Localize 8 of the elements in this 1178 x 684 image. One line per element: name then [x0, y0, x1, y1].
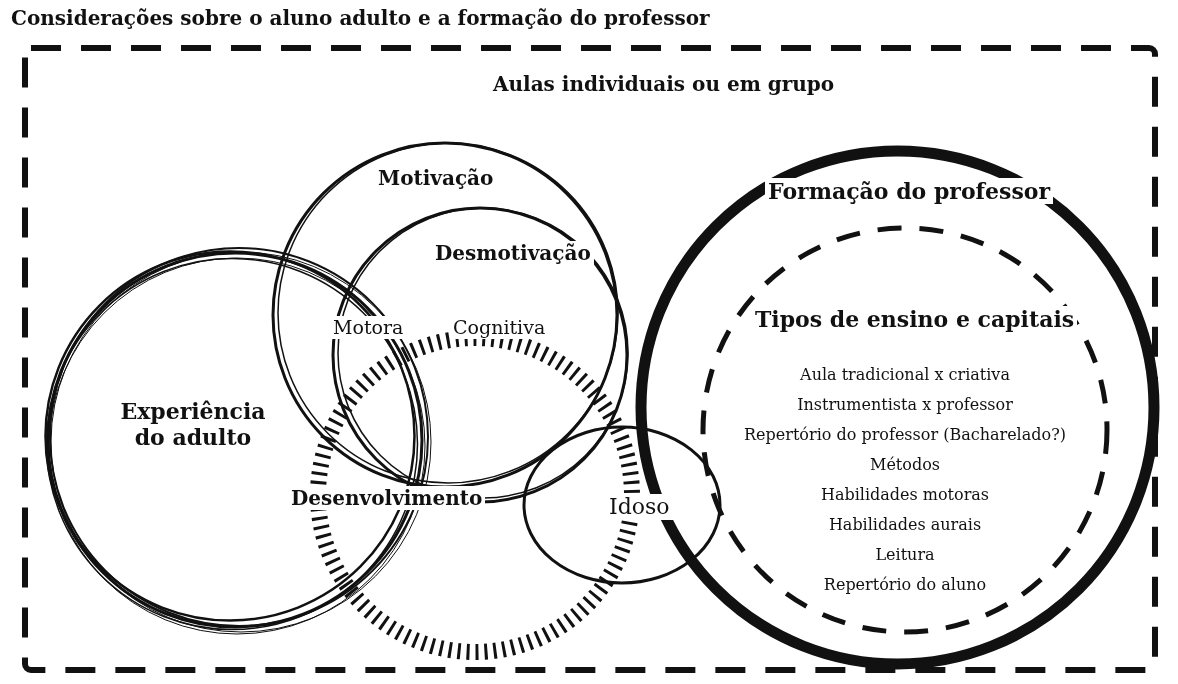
- dashed-frame: [22, 45, 1158, 673]
- heading: Desenvolvimento: [288, 486, 486, 510]
- heading: Desmotivação: [432, 241, 594, 265]
- title: Considerações sobre o aluno adulto e a formação do professor: [8, 6, 713, 30]
- heading: Formação do professor: [765, 178, 1054, 205]
- heading: Tipos de ensino e capitais: [752, 306, 1078, 333]
- dashed-circle: [700, 225, 1110, 635]
- ellipse: [522, 425, 722, 585]
